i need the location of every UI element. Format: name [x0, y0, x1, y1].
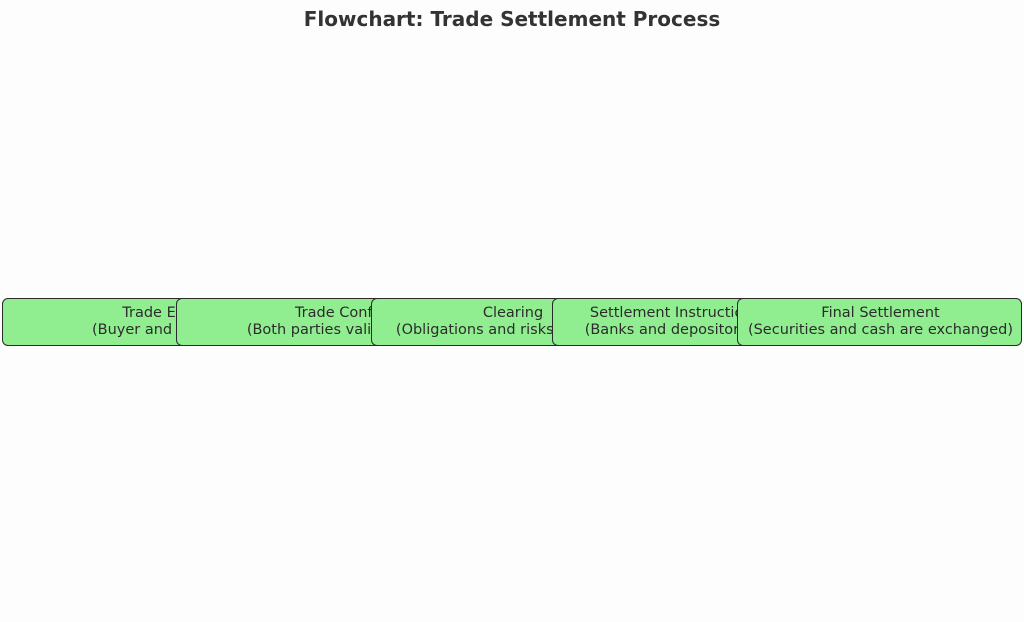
diagram-title: Flowchart: Trade Settlement Process [303, 7, 721, 31]
step-description: (Buyer and seller agree) [91, 322, 191, 338]
step-settlement-instructions: Settlement Instructions (Banks and depos… [552, 298, 752, 346]
step-trade-execution: Trade Execution (Buyer and seller agree) [2, 298, 192, 346]
step-description: (Both parties validate the trade) [246, 322, 385, 338]
step-description: (Securities and cash are exchanged) [747, 322, 1014, 338]
step-clearing: Clearing (Obligations and risks assessed… [371, 298, 568, 346]
step-final-settlement: Final Settlement (Securities and cash ar… [737, 298, 1022, 346]
step-description: (Obligations and risks assessed) [395, 322, 567, 338]
step-label: Final Settlement [821, 305, 940, 321]
step-description: (Banks and depositories) [584, 322, 752, 338]
step-trade-confirmation: Trade Confirmation (Both parties validat… [176, 298, 386, 346]
step-label: Trade Execution [122, 305, 191, 321]
step-label: Clearing [482, 305, 544, 321]
step-label: Settlement Instructions [589, 305, 752, 321]
step-label: Trade Confirmation [294, 305, 385, 321]
